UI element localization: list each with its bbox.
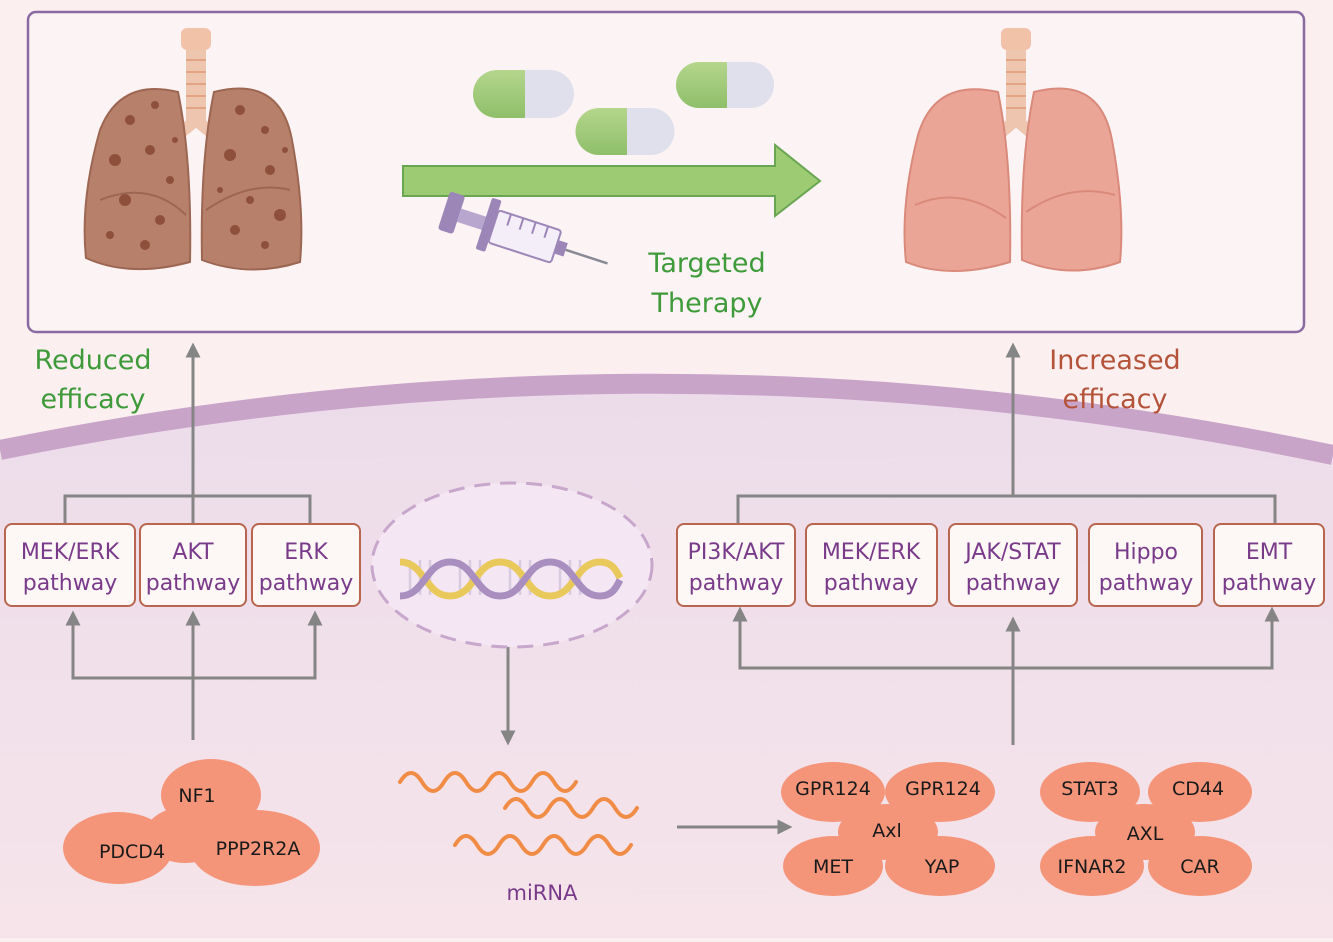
pathway-box-mek-erk-left: MEK/ERK pathway	[4, 523, 136, 607]
mirna-connectors	[500, 630, 793, 835]
svg-text:JAK/STAT: JAK/STAT	[963, 540, 1061, 565]
therapy-arrow	[402, 142, 822, 219]
right-target-cluster-a: GPR124 GPR124 Axl MET YAP	[781, 762, 995, 896]
increased-efficacy-line2: efficacy	[1063, 384, 1168, 415]
diseased-lungs-illustration	[83, 28, 303, 271]
pathway-box-jak-stat: JAK/STAT pathway	[948, 523, 1078, 607]
mirna-strands-icon	[398, 771, 639, 856]
capsule-icon	[473, 70, 574, 118]
target-pdcd4: PDCD4	[99, 841, 165, 863]
svg-text:MEK/ERK: MEK/ERK	[822, 540, 921, 565]
therapy-label-line1: Targeted	[647, 248, 765, 279]
reduced-efficacy-line2: efficacy	[41, 384, 146, 415]
target-car: CAR	[1180, 856, 1219, 878]
target-yap: YAP	[924, 856, 960, 878]
right-target-cluster-b: STAT3 CD44 AXL IFNAR2 CAR	[1040, 762, 1252, 896]
svg-text:MEK/ERK: MEK/ERK	[21, 540, 120, 565]
svg-text:EMT: EMT	[1246, 540, 1293, 565]
svg-text:pathway: pathway	[824, 571, 919, 596]
left-target-cluster: NF1 PDCD4 PPP2R2A	[63, 759, 320, 886]
svg-text:pathway: pathway	[259, 571, 354, 596]
target-nf1: NF1	[178, 785, 215, 807]
svg-text:pathway: pathway	[1099, 571, 1194, 596]
svg-text:PI3K/AKT: PI3K/AKT	[688, 540, 785, 565]
target-ifnar2: IFNAR2	[1057, 856, 1126, 878]
therapy-label-line2: Therapy	[651, 288, 763, 319]
target-met: MET	[813, 856, 853, 878]
svg-text:AKT: AKT	[172, 540, 214, 565]
dna-helix-icon	[399, 558, 624, 600]
svg-text:Hippo: Hippo	[1114, 540, 1178, 565]
increased-efficacy-line1: Increased	[1049, 345, 1180, 376]
pathway-box-akt: AKT pathway	[139, 523, 247, 607]
pathway-box-emt: EMT pathway	[1213, 523, 1325, 607]
target-axl-a: Axl	[872, 820, 902, 842]
svg-text:pathway: pathway	[23, 571, 118, 596]
svg-text:pathway: pathway	[1222, 571, 1317, 596]
right-pathway-boxes: PI3K/AKT pathway MEK/ERK pathway JAK/STA…	[676, 523, 1325, 607]
syringe-icon	[438, 192, 608, 265]
target-ppp2r2a: PPP2R2A	[216, 838, 301, 860]
pathway-box-mek-erk-right: MEK/ERK pathway	[805, 523, 938, 607]
cell-body	[0, 373, 1333, 938]
target-cd44: CD44	[1172, 778, 1224, 800]
svg-text:pathway: pathway	[689, 571, 784, 596]
svg-text:pathway: pathway	[966, 571, 1061, 596]
svg-text:pathway: pathway	[146, 571, 241, 596]
target-gpr124-b: GPR124	[905, 778, 981, 800]
healthy-lungs-illustration	[903, 28, 1123, 272]
pathway-box-erk: ERK pathway	[251, 523, 361, 607]
pathway-box-pi3k-akt: PI3K/AKT pathway	[676, 523, 796, 607]
mirna-label: miRNA	[507, 881, 579, 905]
target-stat3: STAT3	[1061, 778, 1118, 800]
right-connectors	[732, 342, 1280, 745]
left-connectors	[63, 342, 323, 740]
capsule-icon	[575, 108, 675, 155]
left-pathway-boxes: MEK/ERK pathway AKT pathway ERK pathway	[4, 523, 361, 607]
target-gpr124-a: GPR124	[795, 778, 871, 800]
reduced-efficacy-line1: Reduced	[34, 345, 151, 376]
pathway-box-hippo: Hippo pathway	[1088, 523, 1203, 607]
capsule-icon	[676, 62, 774, 108]
svg-text:ERK: ERK	[284, 540, 328, 565]
target-axl-b: AXL	[1127, 823, 1164, 845]
